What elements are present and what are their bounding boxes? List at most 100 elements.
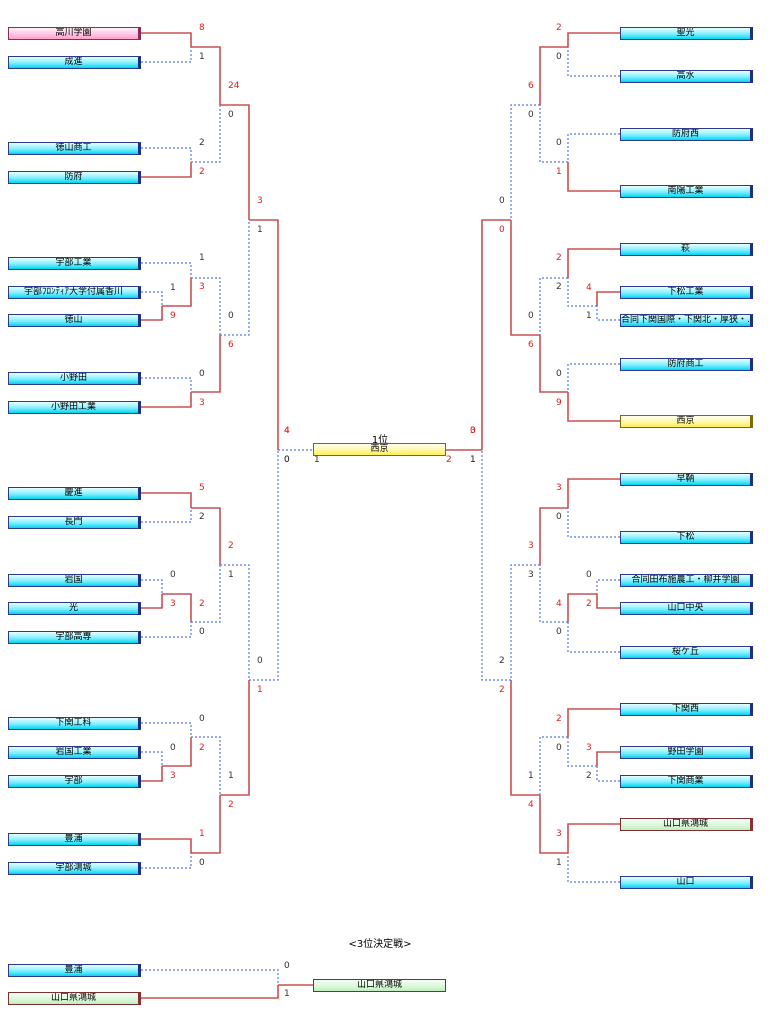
final-title: 1位 bbox=[371, 435, 389, 446]
score-label: 2 bbox=[199, 743, 205, 753]
bracket-line bbox=[539, 736, 568, 795]
team-box[interactable]: 光 bbox=[8, 602, 141, 615]
score-label: 0 bbox=[284, 455, 290, 465]
team-box[interactable]: 合同田布施農工・柳井学園 bbox=[620, 574, 753, 587]
bracket-line bbox=[567, 478, 620, 508]
team-box[interactable]: 早鞆 bbox=[620, 473, 753, 486]
team-box[interactable]: 高川学園 bbox=[8, 27, 141, 40]
team-box[interactable]: 徳山 bbox=[8, 314, 141, 327]
bracket-line bbox=[220, 220, 250, 336]
team-box[interactable]: 西京 bbox=[620, 415, 753, 428]
score-label: 1 bbox=[314, 455, 320, 465]
team-box[interactable]: 宇部工業 bbox=[8, 257, 141, 270]
score-label: 0 bbox=[470, 426, 476, 436]
team-box[interactable]: 山口 bbox=[620, 876, 753, 889]
score-label: 3 bbox=[199, 398, 205, 408]
score-label: 2 bbox=[556, 23, 562, 33]
score-label: 3 bbox=[170, 599, 176, 609]
score-label: 0 bbox=[528, 110, 534, 120]
bracket-line bbox=[141, 751, 163, 766]
team-box[interactable]: 宇部ﾌﾛﾝﾃｨｱ大学付属香川 bbox=[8, 286, 141, 299]
score-label: 0 bbox=[199, 858, 205, 868]
score-label: 2 bbox=[199, 599, 205, 609]
bracket-line bbox=[141, 985, 279, 999]
team-box[interactable]: 豊浦 bbox=[8, 833, 141, 846]
third-place-winner-box[interactable]: 山口県鴻城 bbox=[313, 979, 446, 992]
score-label: 2 bbox=[499, 685, 505, 695]
bracket-line bbox=[141, 508, 192, 523]
team-box[interactable]: 慶進 bbox=[8, 487, 141, 500]
bracket-line bbox=[191, 277, 221, 335]
score-label: 4 bbox=[586, 283, 592, 293]
team-box[interactable]: 桜ケ丘 bbox=[620, 646, 753, 659]
team-box[interactable]: 長門 bbox=[8, 516, 141, 529]
bracket-line bbox=[141, 377, 192, 392]
score-label: 0 bbox=[528, 311, 534, 321]
team-box[interactable]: 下関工科 bbox=[8, 717, 141, 730]
bracket-line bbox=[162, 737, 192, 767]
team-box[interactable]: 防府 bbox=[8, 171, 141, 184]
bracket-line bbox=[141, 594, 163, 609]
score-label: 3 bbox=[257, 196, 263, 206]
team-box[interactable]: 宇部高専 bbox=[8, 631, 141, 644]
bracket-line bbox=[567, 823, 620, 853]
team-box[interactable]: 高水 bbox=[620, 70, 753, 83]
bracket-line bbox=[141, 392, 192, 408]
score-label: 0 bbox=[556, 627, 562, 637]
team-box[interactable]: 防府西 bbox=[620, 128, 753, 141]
bracket-line bbox=[567, 392, 620, 422]
bracket-line bbox=[141, 262, 192, 278]
score-label: 2 bbox=[586, 599, 592, 609]
team-box[interactable]: 下松工業 bbox=[620, 286, 753, 299]
bracket-line bbox=[510, 104, 540, 220]
bracket-line bbox=[596, 306, 620, 321]
bracket-line bbox=[191, 105, 221, 163]
team-box[interactable]: 小野田 bbox=[8, 372, 141, 385]
bracket-line bbox=[191, 335, 221, 393]
bracket-line bbox=[141, 147, 192, 162]
score-label: 0 bbox=[199, 714, 205, 724]
score-label: 2 bbox=[228, 541, 234, 551]
team-box[interactable]: 聖光 bbox=[620, 27, 753, 40]
bracket-line bbox=[596, 766, 620, 782]
score-label: 0 bbox=[170, 570, 176, 580]
team-box[interactable]: 宇部 bbox=[8, 775, 141, 788]
third-place-team-box[interactable]: 山口県鴻城 bbox=[8, 992, 141, 1005]
score-label: 2 bbox=[556, 253, 562, 263]
bracket-line bbox=[141, 162, 192, 178]
bracket-line bbox=[141, 622, 192, 638]
team-box[interactable]: 萩 bbox=[620, 243, 753, 256]
team-box[interactable]: 宇部鴻城 bbox=[8, 862, 141, 875]
team-box[interactable]: 野田学園 bbox=[620, 746, 753, 759]
score-label: 6 bbox=[228, 340, 234, 350]
champion-box[interactable]: 西京 bbox=[313, 443, 446, 456]
team-box[interactable]: 下松 bbox=[620, 531, 753, 544]
score-label: 3 bbox=[470, 426, 476, 436]
team-box[interactable]: 成進 bbox=[8, 56, 141, 69]
score-label: 1 bbox=[199, 253, 205, 263]
score-label: 3 bbox=[556, 829, 562, 839]
bracket-line bbox=[567, 737, 597, 767]
score-label: 2 bbox=[199, 512, 205, 522]
team-box[interactable]: 合同下関国際・下関北・厚狭・… bbox=[620, 314, 753, 327]
team-box[interactable]: 下関西 bbox=[620, 703, 753, 716]
score-label: 0 bbox=[499, 225, 505, 235]
score-label: 1 bbox=[228, 570, 234, 580]
team-box[interactable]: 山口中央 bbox=[620, 602, 753, 615]
score-label: 6 bbox=[528, 340, 534, 350]
team-box[interactable]: 山口県鴻城 bbox=[620, 818, 753, 831]
score-label: 3 bbox=[586, 743, 592, 753]
third-place-team-box[interactable]: 豊浦 bbox=[8, 964, 141, 977]
team-box[interactable]: 下関商業 bbox=[620, 775, 753, 788]
bracket-line bbox=[567, 162, 620, 192]
team-box[interactable]: 防府商工 bbox=[620, 358, 753, 371]
bracket-line bbox=[141, 766, 163, 782]
team-box[interactable]: 岩国 bbox=[8, 574, 141, 587]
bracket-line bbox=[567, 593, 597, 622]
team-box[interactable]: 小野田工業 bbox=[8, 401, 141, 414]
team-box[interactable]: 岩国工業 bbox=[8, 746, 141, 759]
team-box[interactable]: 南陽工業 bbox=[620, 185, 753, 198]
team-box[interactable]: 徳山商工 bbox=[8, 142, 141, 155]
score-label: 2 bbox=[556, 282, 562, 292]
